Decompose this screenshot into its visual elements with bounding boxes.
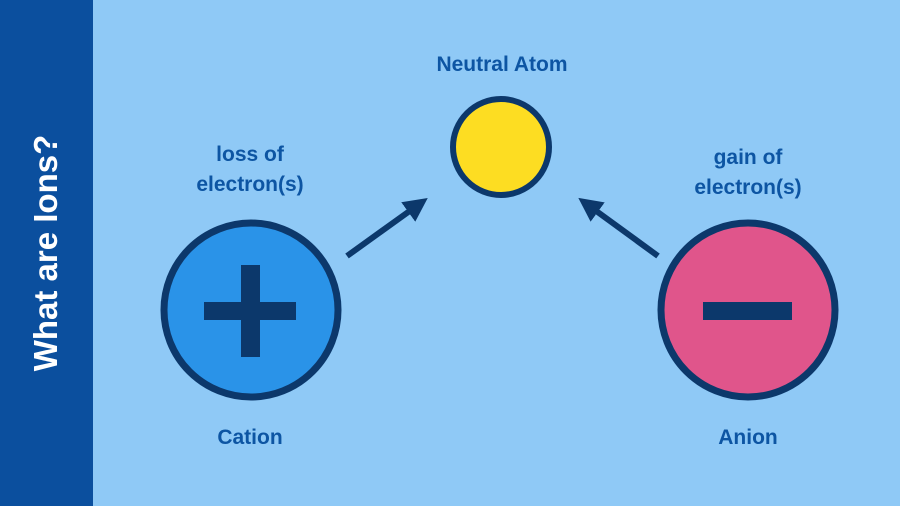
anion-process-line2: electron(s): [694, 176, 802, 199]
sidebar: What are Ions?: [0, 0, 93, 506]
arrow-anion-to-neutral: [578, 197, 660, 259]
minus-icon: [703, 302, 792, 320]
plus-icon: [204, 265, 296, 357]
cation-label: Cation: [217, 426, 283, 449]
anion-label: Anion: [718, 426, 778, 449]
cation-process-line2: electron(s): [196, 173, 304, 196]
anion-process-line1: gain of: [713, 146, 783, 169]
arrow-cation-to-neutral: [345, 197, 428, 259]
neutral-atom-label: Neutral Atom: [436, 53, 568, 76]
cation-process-line1: loss of: [216, 143, 284, 166]
neutral-atom-circle: [450, 96, 552, 198]
